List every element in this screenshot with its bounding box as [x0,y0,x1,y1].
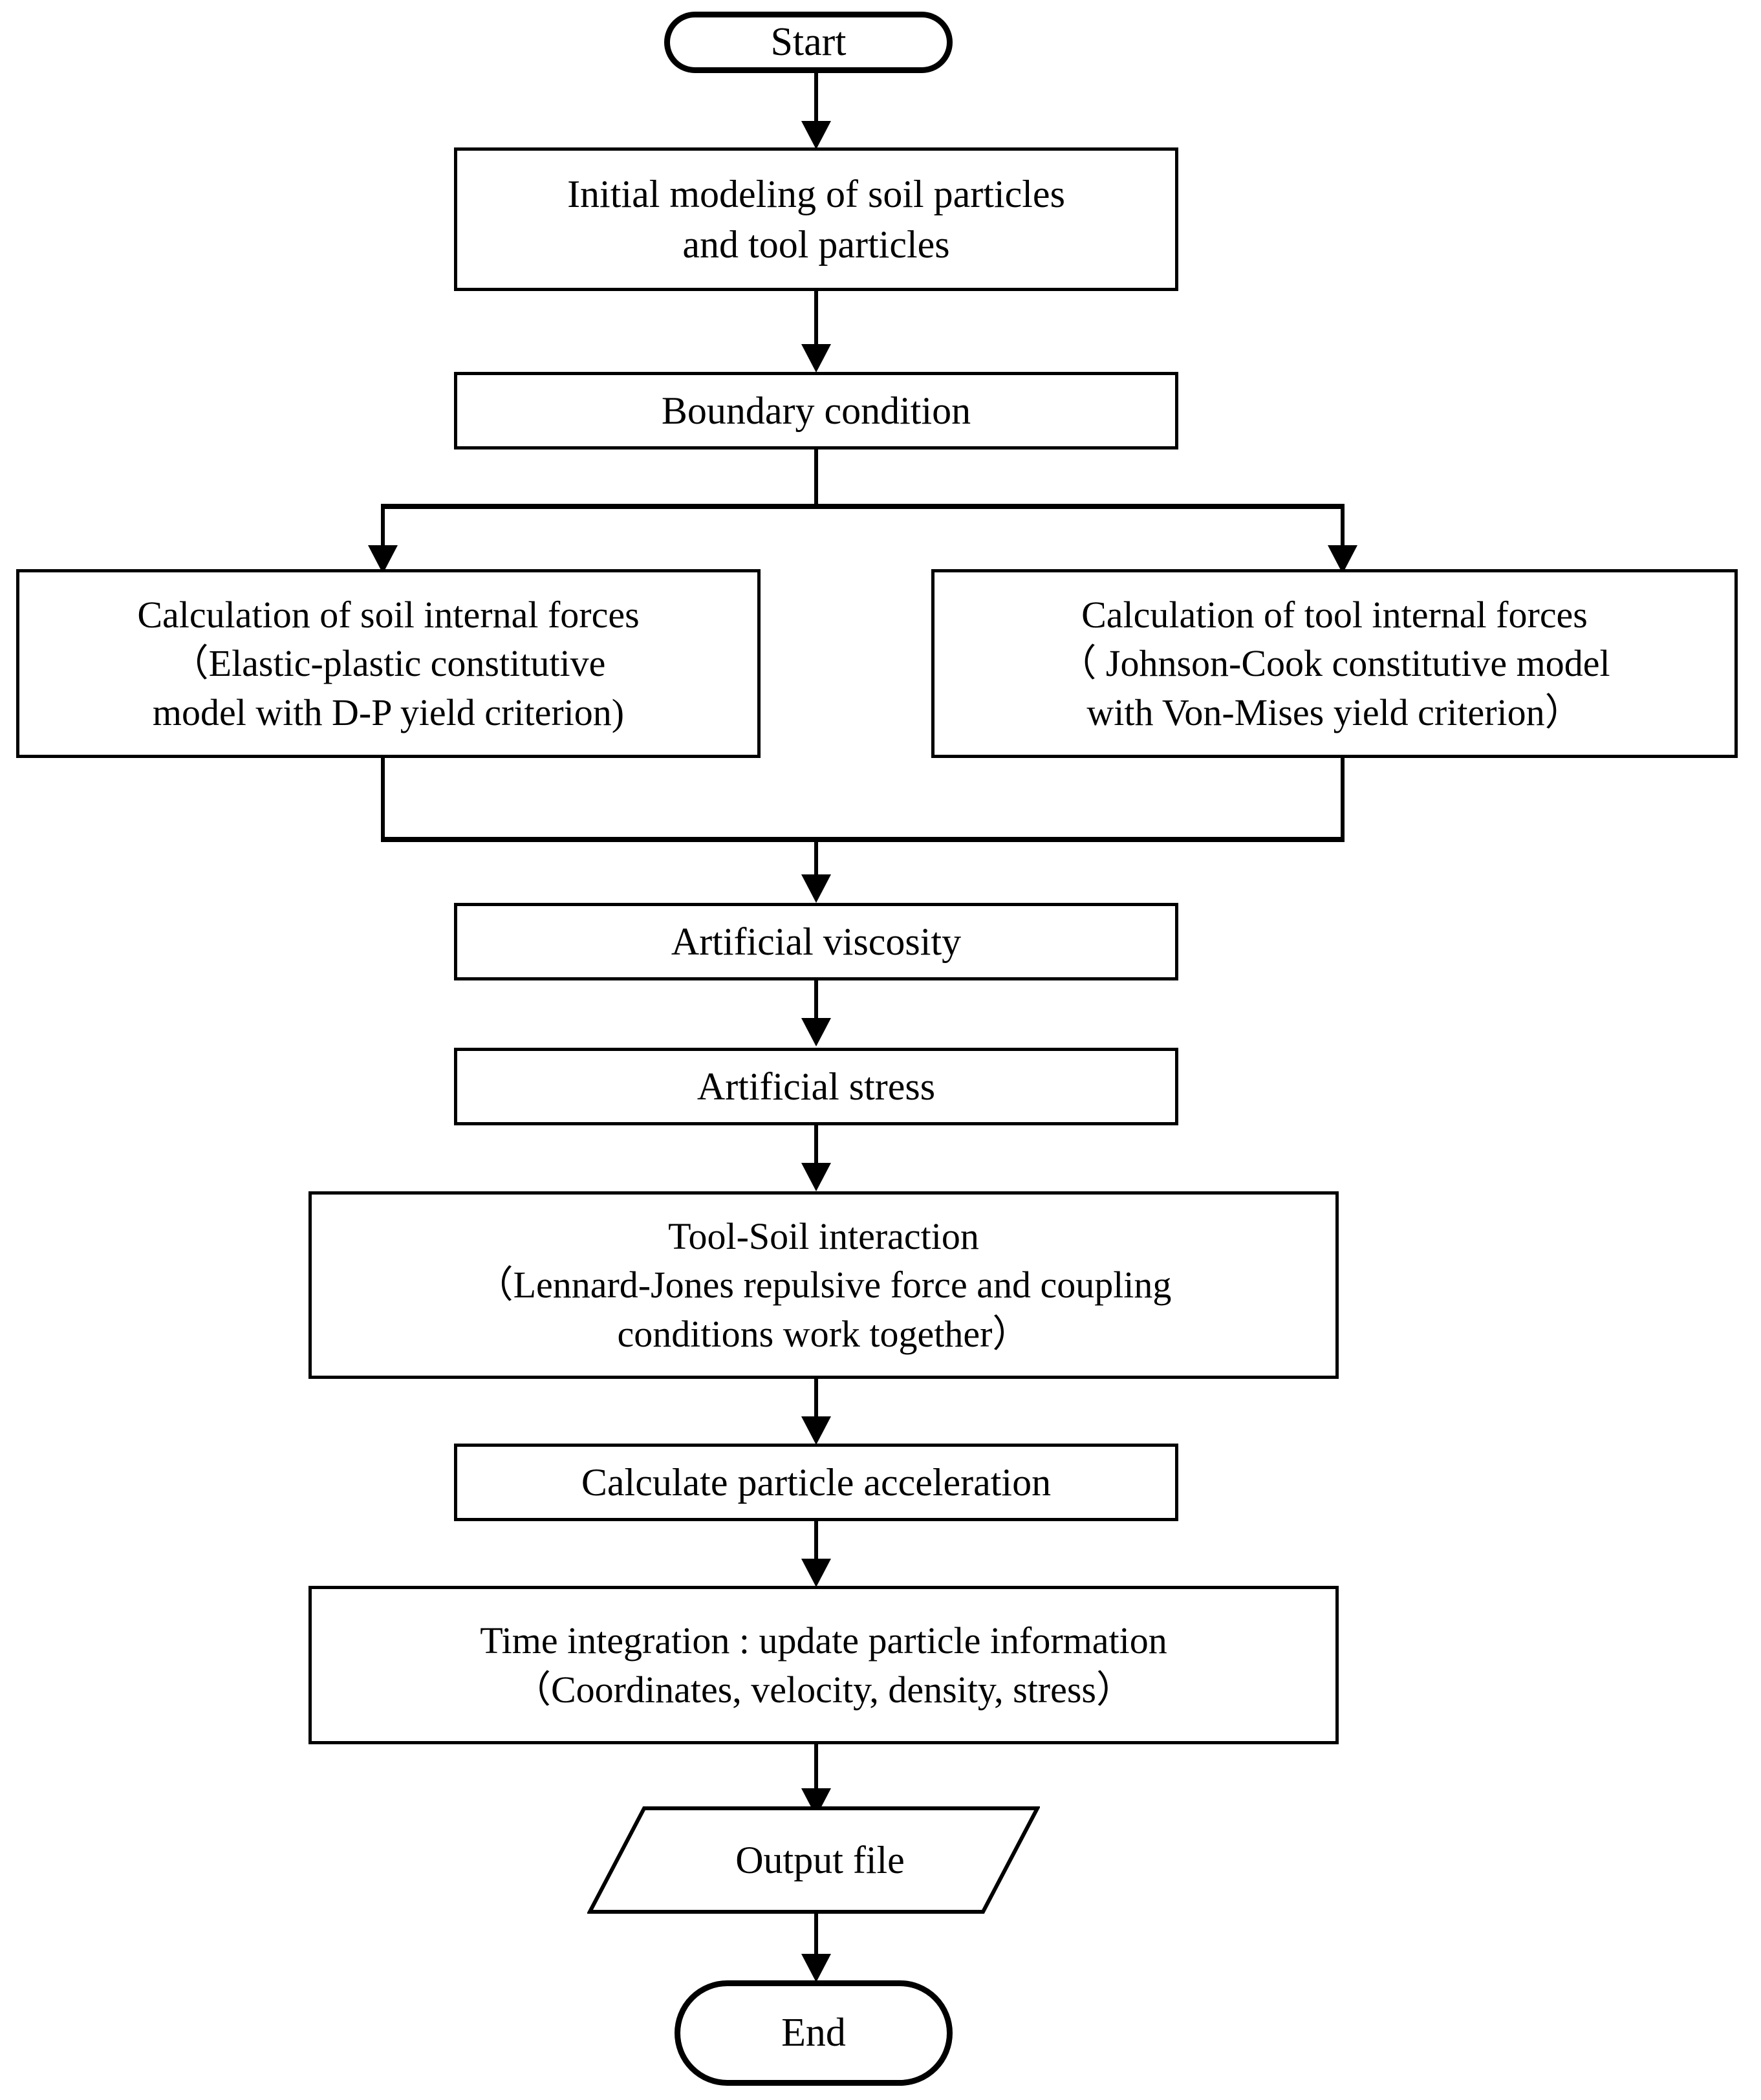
node-output-file[interactable]: Output file [587,1806,1040,1914]
node-soil-internal-forces-label: Calculation of soil internal forces （Ela… [137,593,640,733]
node-tool-soil-interaction[interactable]: Tool-Soil interaction （Lennard-Jones rep… [308,1191,1339,1379]
node-end-label: End [781,2011,846,2055]
arrowhead-interaction-to-acceleration [801,1416,831,1445]
node-output-file-label: Output file [735,1839,905,1881]
arrowhead-merge-to-viscosity [801,874,831,903]
node-start-label: Start [770,20,847,65]
edge-stress-to-interaction [814,1125,818,1173]
node-initial-modeling[interactable]: Initial modeling of soil particles and t… [454,147,1178,291]
node-particle-acceleration[interactable]: Calculate particle acceleration [454,1444,1178,1521]
node-boundary-condition-label: Boundary condition [661,389,971,432]
node-initial-modeling-label: Initial modeling of soil particles and t… [567,173,1065,266]
node-boundary-condition[interactable]: Boundary condition [454,372,1178,449]
edge-boundary-split-bar [381,504,1345,509]
edge-merge-right-riser [1341,758,1345,842]
edge-boundary-split-stem [814,449,818,508]
arrowhead-initial-to-boundary [801,344,831,373]
edge-merge-stem [814,837,818,883]
parallelogram-shape [587,1806,1040,1914]
edge-integration-to-output [814,1744,818,1804]
node-start[interactable]: Start [664,12,953,73]
arrowhead-split-right [1328,545,1357,574]
edge-start-to-initial [814,73,818,130]
edge-acceleration-to-integration [814,1521,818,1572]
arrowhead-output-to-end [801,1954,831,1982]
node-particle-acceleration-label: Calculate particle acceleration [581,1461,1052,1504]
edge-merge-left-riser [381,758,385,842]
arrowhead-start-to-initial [801,121,831,149]
node-time-integration-label: Time integration : update particle infor… [480,1619,1167,1711]
edge-split-right-drop [1341,504,1345,554]
node-end[interactable]: End [675,1980,953,2086]
node-artificial-viscosity-label: Artificial viscosity [671,920,962,963]
edge-interaction-to-acceleration [814,1379,818,1429]
arrowhead-split-left [368,545,398,574]
node-tool-internal-forces[interactable]: Calculation of tool internal forces （ Jo… [931,569,1738,758]
arrowhead-stress-to-interaction [801,1163,831,1191]
node-artificial-stress-label: Artificial stress [697,1065,936,1108]
arrowhead-viscosity-to-stress [801,1018,831,1046]
edge-viscosity-to-stress [814,980,818,1027]
node-tool-internal-forces-label: Calculation of tool internal forces （ Jo… [1059,593,1610,733]
node-soil-internal-forces[interactable]: Calculation of soil internal forces （Ela… [16,569,761,758]
edge-merge-bar [381,837,1345,842]
arrowhead-acceleration-to-integration [801,1559,831,1587]
node-tool-soil-interaction-label: Tool-Soil interaction （Lennard-Jones rep… [475,1215,1172,1355]
edge-initial-to-boundary [814,291,818,353]
node-artificial-stress[interactable]: Artificial stress [454,1048,1178,1125]
node-artificial-viscosity[interactable]: Artificial viscosity [454,903,1178,980]
node-time-integration[interactable]: Time integration : update particle infor… [308,1586,1339,1744]
edge-split-left-drop [381,504,385,554]
edge-output-to-end [814,1911,818,1969]
